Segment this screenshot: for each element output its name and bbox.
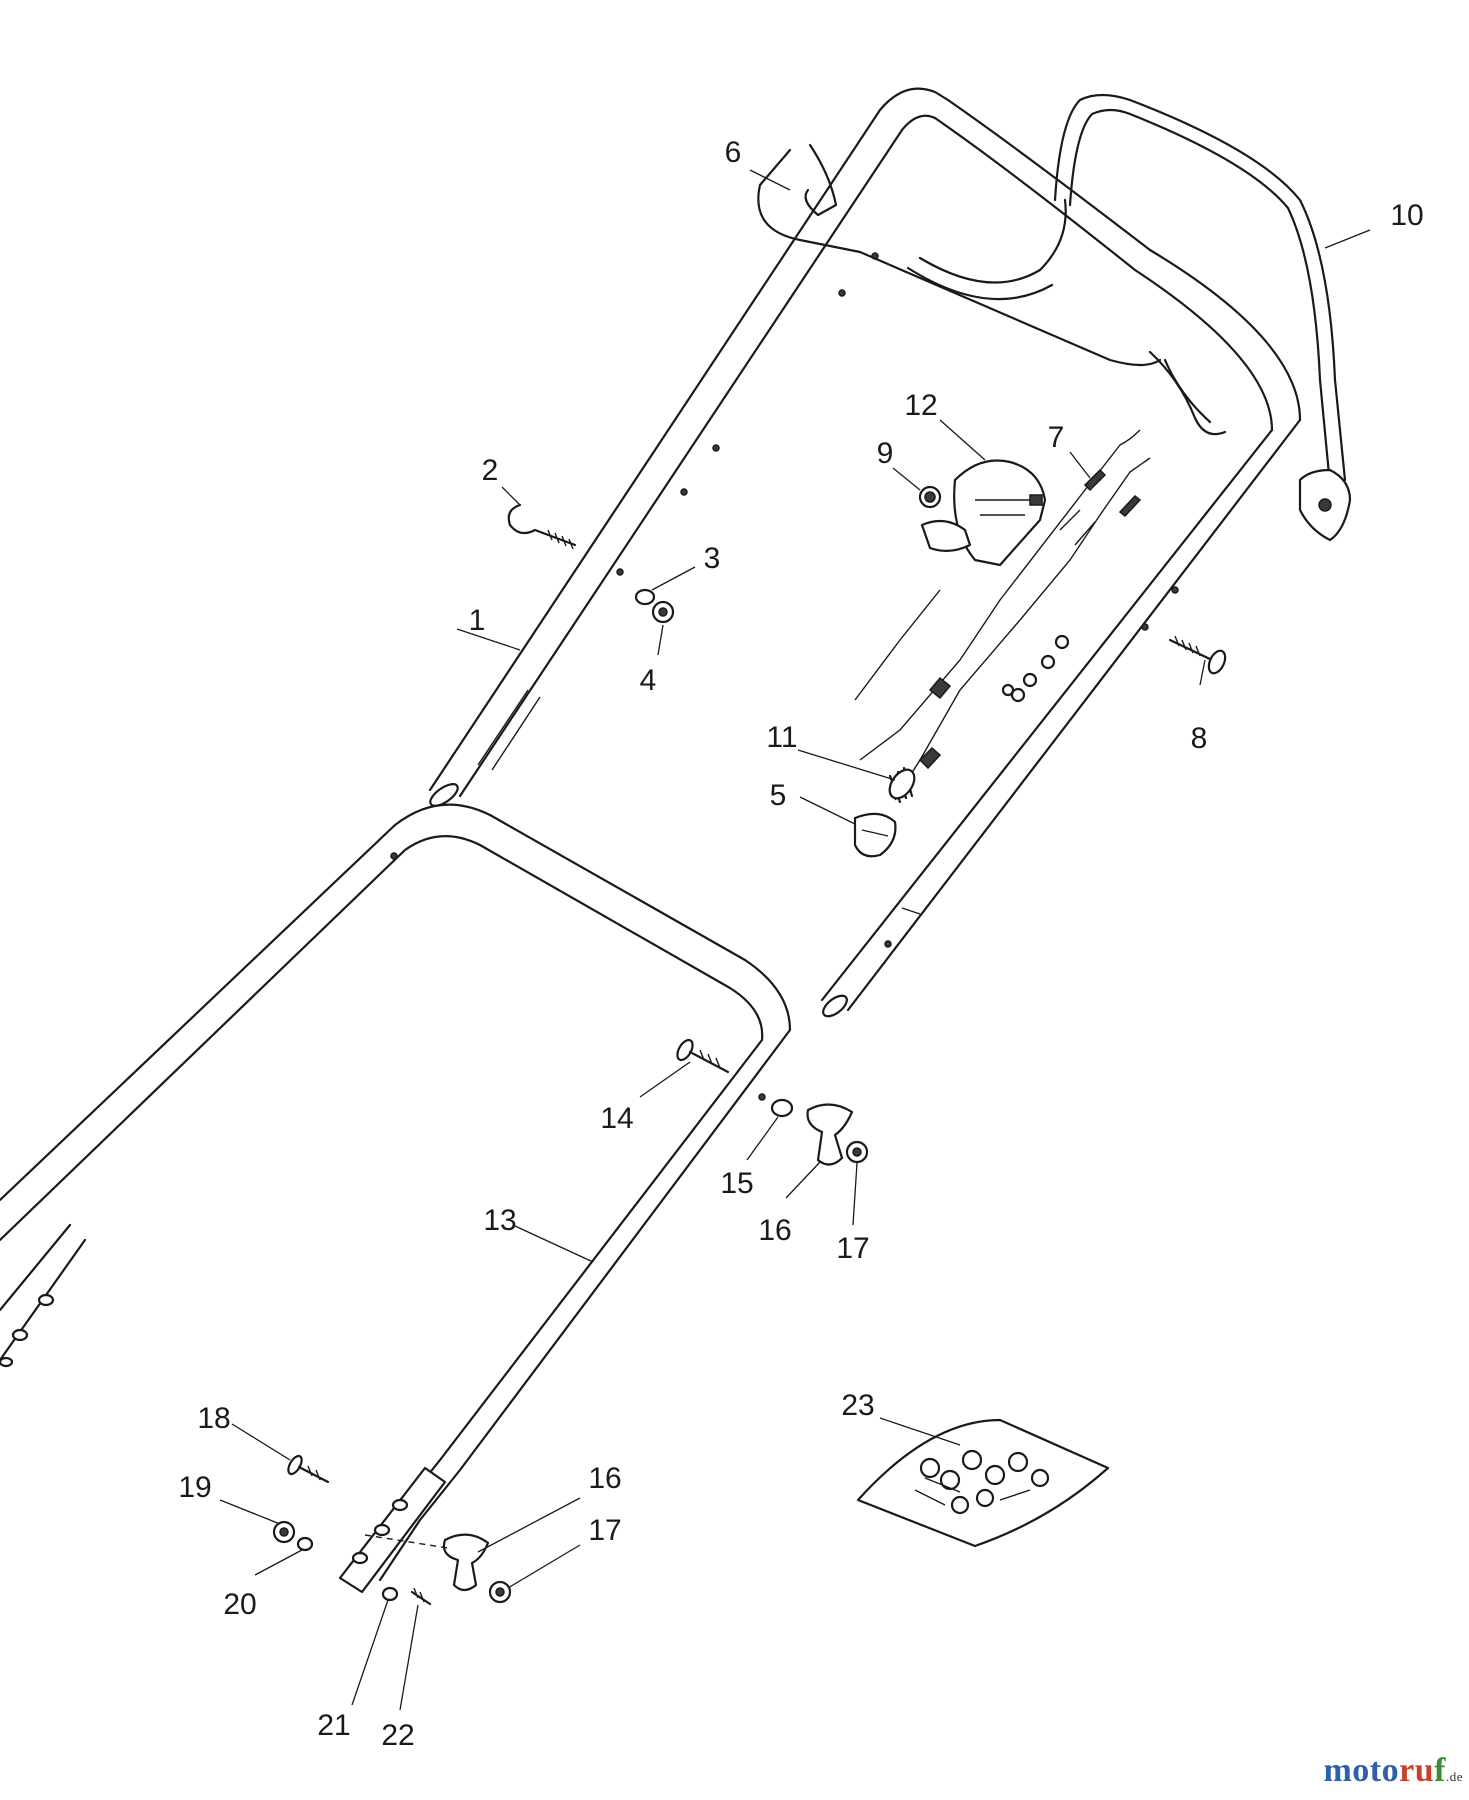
bolt-22 bbox=[410, 1587, 432, 1606]
callout-12: 12 bbox=[904, 389, 937, 422]
callout-16-upper: 16 bbox=[758, 1214, 791, 1247]
hook-bolt-2 bbox=[507, 503, 577, 550]
bolt-14 bbox=[676, 1038, 730, 1074]
callout-23: 23 bbox=[841, 1389, 874, 1422]
callout-3: 3 bbox=[704, 542, 721, 575]
operator-bail-bar bbox=[1053, 93, 1352, 542]
callout-14: 14 bbox=[600, 1102, 633, 1135]
callout-13: 13 bbox=[483, 1204, 516, 1237]
callout-20: 20 bbox=[223, 1588, 256, 1621]
nut-9 bbox=[918, 485, 942, 509]
bolt-8 bbox=[1168, 635, 1227, 675]
cable-adjuster-11 bbox=[888, 766, 916, 804]
callout-17-lower: 17 bbox=[588, 1514, 621, 1547]
washer-3 bbox=[634, 588, 656, 606]
cable-clip-5 bbox=[853, 812, 897, 858]
knob-16-lower bbox=[364, 1533, 490, 1592]
washer-15 bbox=[770, 1098, 794, 1118]
nut-4 bbox=[651, 600, 675, 624]
nut-17-upper bbox=[845, 1140, 869, 1164]
nut-19 bbox=[272, 1520, 296, 1544]
upper-handle bbox=[428, 87, 1302, 1018]
hardware-bag-23 bbox=[856, 1418, 1110, 1548]
bolt-18 bbox=[287, 1454, 330, 1484]
nut-17-lower bbox=[488, 1580, 512, 1604]
motoruf-watermark: motoruf.de bbox=[1323, 1752, 1463, 1790]
callout-9: 9 bbox=[877, 437, 894, 470]
callout-22: 22 bbox=[381, 1719, 414, 1752]
watermark-text: motoruf bbox=[1323, 1752, 1446, 1789]
callout-1: 1 bbox=[469, 604, 486, 637]
callout-7: 7 bbox=[1048, 421, 1065, 454]
callout-5: 5 bbox=[770, 779, 787, 812]
washer-20 bbox=[296, 1536, 314, 1552]
callout-2: 2 bbox=[482, 454, 499, 487]
knob-16-upper bbox=[806, 1103, 854, 1166]
lower-handle bbox=[0, 803, 792, 1594]
washer-21 bbox=[381, 1586, 399, 1602]
control-lever-housing bbox=[920, 459, 1047, 567]
watermark-tld: .de bbox=[1445, 1769, 1463, 1784]
callout-8: 8 bbox=[1191, 722, 1208, 755]
callout-17-upper: 17 bbox=[836, 1232, 869, 1265]
callout-19: 19 bbox=[178, 1471, 211, 1504]
callout-6: 6 bbox=[725, 136, 742, 169]
callout-10: 10 bbox=[1390, 199, 1423, 232]
callout-16-lower: 16 bbox=[588, 1462, 621, 1495]
callout-11: 11 bbox=[766, 721, 797, 754]
cable-guide-bar bbox=[757, 143, 1227, 436]
callout-21: 21 bbox=[317, 1709, 350, 1742]
leader-lines bbox=[219, 169, 1371, 1711]
callout-15: 15 bbox=[720, 1167, 753, 1200]
control-cables bbox=[854, 429, 1151, 801]
callout-labels: 1 2 3 4 5 6 7 8 9 10 11 12 13 14 15 16 1… bbox=[178, 136, 1423, 1752]
callout-4: 4 bbox=[640, 664, 657, 697]
callout-18: 18 bbox=[197, 1402, 230, 1435]
